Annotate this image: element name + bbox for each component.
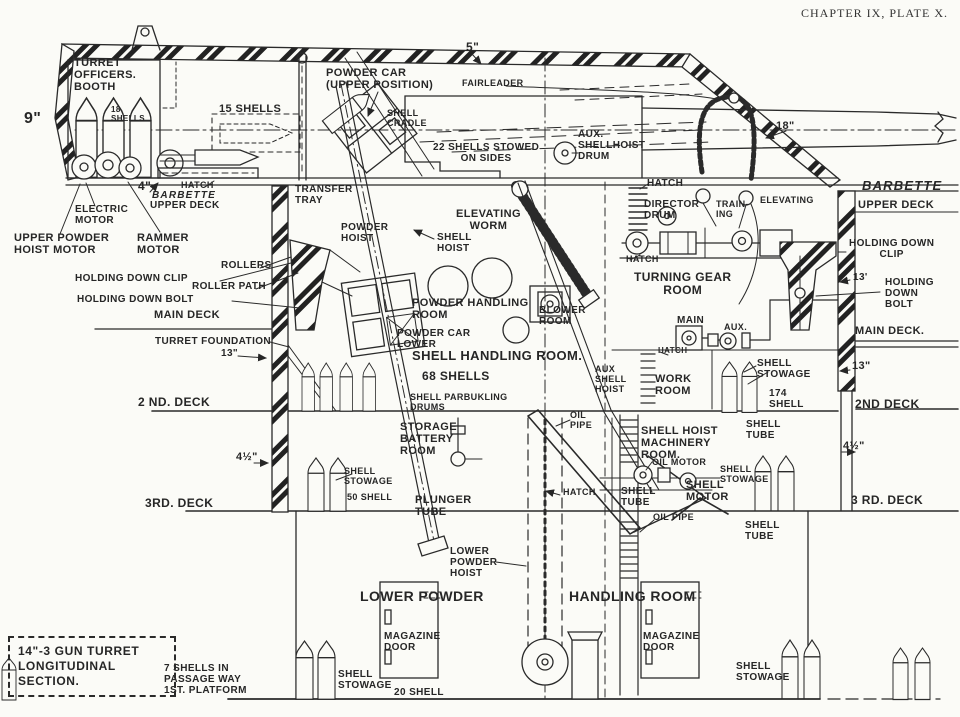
title-box: 14"-3 GUN TURRET LONGITUDINAL SECTION. (8, 636, 176, 697)
plate-caption: CHAPTER IX, PLATE X. (800, 6, 948, 20)
